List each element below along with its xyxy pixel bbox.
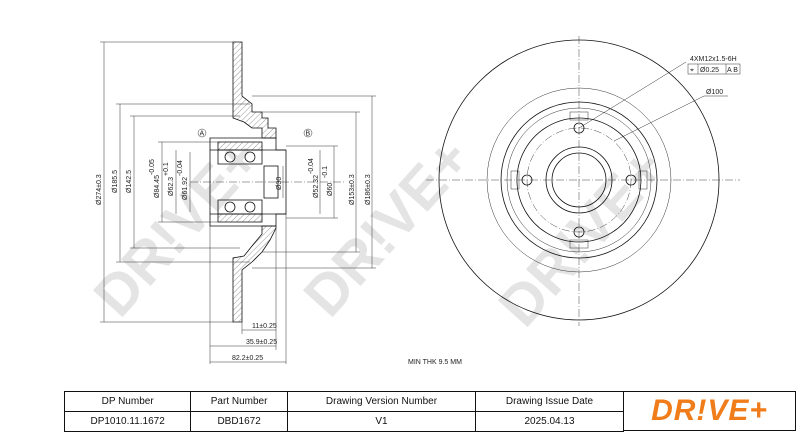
bolt-hole-top <box>573 122 585 134</box>
dim-822-label: 82.2±0.25 <box>232 355 263 362</box>
watermark-left: DR!VE+ <box>81 126 273 329</box>
bearing-lower-ball-2 <box>244 201 256 213</box>
disc-flange-lower <box>232 225 277 323</box>
dp-number-value: DP1010.11.1672 <box>63 411 192 432</box>
bearing-upper-ball-2 <box>244 151 256 163</box>
dim-60-label: Ø60 <box>327 183 334 196</box>
front-view: 4XM12x1.5-6H ⌖ Ø0.25 A B Ø100 <box>426 36 741 326</box>
dim-6192-tol: -0.04 <box>177 160 184 176</box>
bolt-callout-leader <box>578 61 687 129</box>
dim-359-label: 35.9±0.25 <box>246 339 277 346</box>
disc-flange-upper <box>232 41 277 139</box>
drawing-issue-date-header: Drawing Issue Date <box>475 391 624 412</box>
bearing-lower-outer <box>217 213 263 223</box>
datum-a-marker <box>197 128 207 138</box>
dim-8445-label: Ø84.45 <box>154 175 161 198</box>
brand-logo-text: DR!VE+ <box>651 394 768 427</box>
bearing-upper-race <box>217 149 263 165</box>
section-view: A B Ø274±0.3 Ø185.5 Ø142.5 Ø84.45 -0.05 … <box>96 41 462 366</box>
hub-outer-circle <box>500 101 658 259</box>
hub-inner-bore <box>263 165 279 199</box>
pitch-diameter-callout: Ø100 <box>706 89 723 96</box>
datum-b-label: B <box>306 131 311 138</box>
dim-30-label: Ø30 <box>276 177 283 190</box>
part-number-header: Part Number <box>190 391 288 412</box>
title-block: DP Number Part Number Drawing Version Nu… <box>63 391 624 432</box>
datum-b-marker <box>303 128 313 138</box>
disc-friction-inner-circle <box>486 87 672 273</box>
hub-tab-left <box>510 170 520 190</box>
hub-tab-bottom <box>569 239 589 249</box>
tolerance-value: Ø0.25 <box>700 67 719 74</box>
position-symbol: ⌖ <box>690 67 694 74</box>
right-diameter-dims: Ø30 Ø52.32 -0.04 Ø60 -0.1 Ø153±0.3 Ø186±… <box>252 95 376 269</box>
bolt-hole-right <box>625 174 637 186</box>
drawing-issue-date-value: 2025.04.13 <box>475 411 624 432</box>
dim-623-label: Ø62.3 <box>168 177 175 196</box>
brand-logo: DR!VE+ <box>624 391 796 431</box>
bearing-lower-race <box>217 199 263 215</box>
bearing-lower-ball-1 <box>224 201 236 213</box>
tolerance-frame <box>687 63 741 75</box>
dim-6192-label: Ø61.92 <box>182 177 189 200</box>
dim-1425-label: Ø142.5 <box>126 170 133 193</box>
dim-11-label: 11±0.25 <box>252 323 277 330</box>
dim-8445-tol: -0.05 <box>149 159 156 175</box>
bearing-upper-outer <box>217 141 263 151</box>
hub-tab-right <box>638 170 648 190</box>
drawing-version-value: V1 <box>286 411 477 432</box>
dp-number-header: DP Number <box>63 391 192 412</box>
hub-tab-top <box>569 111 589 121</box>
title-block-header-row: DP Number Part Number Drawing Version Nu… <box>63 391 624 412</box>
watermark-right: DR!VE+ <box>486 136 678 339</box>
watermark-group: DR!VE+ DR!VE+ DR!VE+ <box>81 126 678 339</box>
tolerance-datums: A B <box>727 67 738 74</box>
dim-274-label: Ø274±0.3 <box>96 174 103 205</box>
disc-outer-circle <box>438 39 720 321</box>
dim-5232-tol: -0.04 <box>308 158 315 174</box>
hub-ring <box>516 117 642 243</box>
dim-5232-label: Ø52.32 <box>313 175 320 198</box>
center-bore-inner <box>551 152 607 208</box>
drawing-version-header: Drawing Version Number <box>286 391 477 412</box>
part-number-value: DBD1672 <box>190 411 288 432</box>
title-block-value-row: DP1010.11.1672 DBD1672 V1 2025.04.13 <box>63 411 624 432</box>
axial-dims: 11±0.25 35.9±0.25 82.2±0.25 <box>209 214 287 364</box>
dim-186-label: Ø186±0.3 <box>365 174 372 205</box>
min-thickness-note: MIN THK 9.5 MM <box>408 359 462 366</box>
left-diameter-dims: Ø274±0.3 Ø185.5 Ø142.5 Ø84.45 -0.05 Ø62.… <box>96 41 250 323</box>
hub-step-circle <box>506 107 652 253</box>
bearing-upper-ball-1 <box>224 151 236 163</box>
datum-a-label: A <box>200 131 205 138</box>
bolt-thread-callout: 4XM12x1.5-6H <box>690 56 737 63</box>
dim-623-tol: +0.1 <box>163 162 170 176</box>
dim-1855-label: Ø185.5 <box>112 170 119 193</box>
bolt-hole-left <box>521 174 533 186</box>
dim-153-label: Ø153±0.3 <box>349 174 356 205</box>
bolt-hole-bottom <box>573 226 585 238</box>
pitch-callout-leader <box>613 95 705 142</box>
dim-60-tol: -0.1 <box>322 166 329 178</box>
center-bore-outer <box>545 146 613 214</box>
